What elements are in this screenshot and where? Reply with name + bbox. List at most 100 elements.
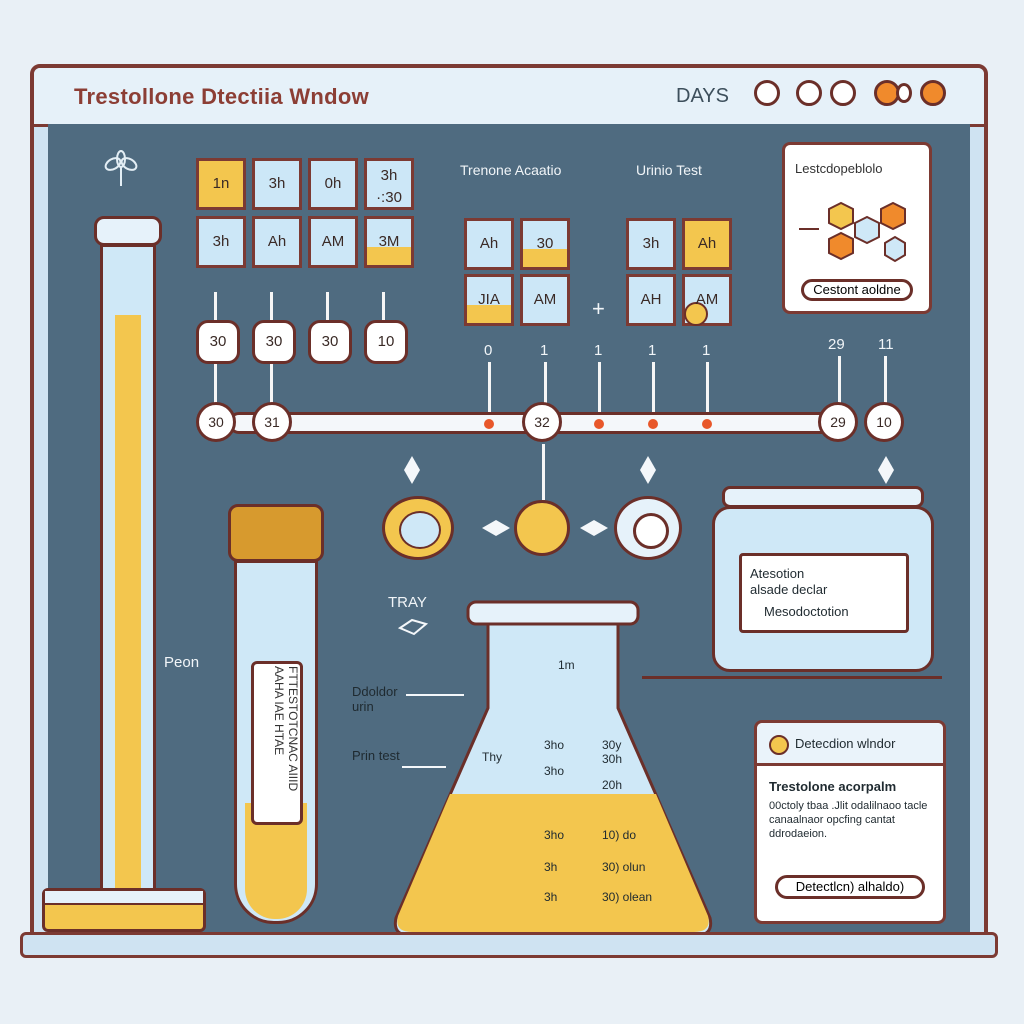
timeline-marker bbox=[594, 419, 604, 429]
window-control-minimize[interactable] bbox=[874, 80, 900, 106]
sample-disc-core bbox=[399, 511, 441, 549]
grid-b-cell[interactable]: AM bbox=[682, 274, 732, 326]
flask-mark: 3h bbox=[544, 860, 558, 874]
tube-cap bbox=[94, 216, 162, 246]
window-control-2[interactable] bbox=[796, 80, 822, 106]
pointer-line bbox=[402, 766, 446, 768]
timeline-number: 11 bbox=[878, 336, 894, 353]
window-title: Trestollone Dtectiia Wndow bbox=[74, 84, 370, 109]
grid-node[interactable]: 30 bbox=[252, 320, 296, 364]
app-window: Trestollone Dtectiia Wndow DAYS 1n 3h 0h… bbox=[30, 64, 988, 944]
timeline-node[interactable]: 31 bbox=[252, 402, 292, 442]
window-control-close[interactable] bbox=[920, 80, 946, 106]
flask-label-urine: Ddoldor urin bbox=[352, 684, 398, 714]
grid-a-cell[interactable]: 30 bbox=[520, 218, 570, 270]
molecule-card-title: Lestcdopeblolo bbox=[795, 161, 883, 176]
sample-ring-core bbox=[633, 513, 669, 549]
connector-line bbox=[214, 364, 217, 408]
main-panel: 1n 3h 0h 3h ·:30 3h Ah AM 3M 30 30 30 10… bbox=[42, 124, 970, 938]
grid-node[interactable]: 10 bbox=[364, 320, 408, 364]
plus-sign: + bbox=[592, 296, 605, 321]
diamond-icon bbox=[878, 456, 894, 484]
timeline-number: 0 bbox=[484, 342, 493, 359]
grid-b-cell[interactable]: 3h bbox=[626, 218, 676, 270]
flask-mark: 30) olean bbox=[602, 890, 653, 904]
grid-a-cell[interactable]: JIA bbox=[464, 274, 514, 326]
capped-tube[interactable]: FTTESTOTCNAC AIIID AAHA IAE HTAE bbox=[234, 560, 318, 924]
graduated-tube[interactable] bbox=[100, 244, 156, 924]
grid-main-cell[interactable]: 3h bbox=[196, 216, 246, 268]
grid-main-cell[interactable]: 3h bbox=[252, 158, 302, 210]
timeline-number: 1 bbox=[540, 342, 549, 359]
grid-a-cell[interactable]: Ah bbox=[464, 218, 514, 270]
days-label: DAYS bbox=[676, 85, 729, 107]
timeline-tick bbox=[884, 356, 887, 408]
grid-node[interactable]: 30 bbox=[196, 320, 240, 364]
petri-dish-lid bbox=[45, 891, 203, 905]
sample-ring[interactable] bbox=[614, 496, 682, 560]
timeline-node[interactable]: 29 bbox=[818, 402, 858, 442]
jar-card-line: alsade declar bbox=[750, 582, 828, 597]
grid-a-cell[interactable]: AM bbox=[520, 274, 570, 326]
detection-card: Detecdion wlndor Trestolone acorpalm 00c… bbox=[754, 720, 946, 924]
timeline-node[interactable]: 30 bbox=[196, 402, 236, 442]
grid-main-cell[interactable]: 1n bbox=[196, 158, 246, 210]
connector-line bbox=[326, 292, 329, 320]
timeline-tick bbox=[652, 362, 655, 418]
tube-liquid bbox=[115, 315, 141, 915]
timeline-marker bbox=[702, 419, 712, 429]
jar[interactable]: Atesotion alsade declar Mesodoctotion bbox=[712, 506, 934, 672]
grid-node[interactable]: 30 bbox=[308, 320, 352, 364]
window-control-4[interactable] bbox=[896, 83, 912, 103]
molecule-card-button[interactable]: Cestont aoldne bbox=[801, 279, 913, 301]
bottom-shelf bbox=[20, 932, 998, 958]
detection-card-body: 00ctoly tbaa .Jlit odalilnaoo tacle cana… bbox=[769, 800, 928, 840]
timeline-tick bbox=[838, 356, 841, 418]
tray-icon bbox=[398, 618, 428, 636]
detection-card-button[interactable]: Detectlcn) alhaldo) bbox=[775, 875, 925, 899]
jar-lid bbox=[722, 486, 924, 508]
timeline-number: 1 bbox=[594, 342, 603, 359]
grid-main-cell[interactable]: 3h ·:30 bbox=[364, 158, 414, 210]
petri-dish[interactable] bbox=[42, 888, 206, 932]
molecule-card: Lestcdopeblolo Cestont aoldne bbox=[782, 142, 932, 314]
flask-tray-mark: Thy bbox=[482, 750, 503, 764]
detection-card-header-text: Detecdion wlndor bbox=[795, 736, 896, 751]
timeline-node[interactable]: 10 bbox=[864, 402, 904, 442]
tube-label: Peon bbox=[164, 654, 200, 671]
grid-b-cell[interactable]: AH bbox=[626, 274, 676, 326]
sample-circle[interactable] bbox=[514, 500, 570, 556]
timeline-marker bbox=[484, 419, 494, 429]
window-control-1[interactable] bbox=[754, 80, 780, 106]
grid-main-cell[interactable]: 0h bbox=[308, 158, 358, 210]
flask-mark: 3ho bbox=[544, 738, 565, 752]
arrow-icon bbox=[580, 520, 608, 536]
sample-disc[interactable] bbox=[382, 496, 454, 560]
timeline-node[interactable]: 32 bbox=[522, 402, 562, 442]
tube-sticker: FTTESTOTCNAC AIIID AAHA IAE HTAE bbox=[251, 661, 303, 825]
shelf-line bbox=[642, 676, 942, 679]
timeline-tick bbox=[488, 362, 491, 418]
grid-main-cell[interactable]: AM bbox=[308, 216, 358, 268]
jar-card: Atesotion alsade declar Mesodoctotion bbox=[739, 553, 909, 633]
flask-mark: 3ho bbox=[544, 764, 565, 778]
flask-mark: 30y 30h bbox=[602, 738, 623, 766]
flask-mark: 3ho bbox=[544, 828, 565, 842]
timeline-number: 1 bbox=[648, 342, 657, 359]
flask-mark: 30) olun bbox=[602, 860, 646, 874]
flask-mark: 10) do bbox=[602, 828, 637, 842]
window-control-3[interactable] bbox=[830, 80, 856, 106]
arrow-icon bbox=[482, 520, 510, 536]
molecule-icon bbox=[799, 201, 906, 263]
title-bar: Trestollone Dtectiia Wndow DAYS bbox=[34, 68, 984, 127]
tube-cap-gold bbox=[228, 504, 324, 562]
grid-main-cell[interactable]: 3M bbox=[364, 216, 414, 268]
grid-main-cell[interactable]: Ah bbox=[252, 216, 302, 268]
timeline-marker bbox=[648, 419, 658, 429]
flask[interactable] bbox=[388, 598, 718, 942]
grid-b-cell[interactable]: Ah bbox=[682, 218, 732, 270]
flask-mark: 3h bbox=[544, 890, 558, 904]
timeline-tick bbox=[706, 362, 709, 418]
timeline-number: 29 bbox=[828, 336, 845, 353]
jar-card-line: Mesodoctotion bbox=[764, 604, 849, 619]
